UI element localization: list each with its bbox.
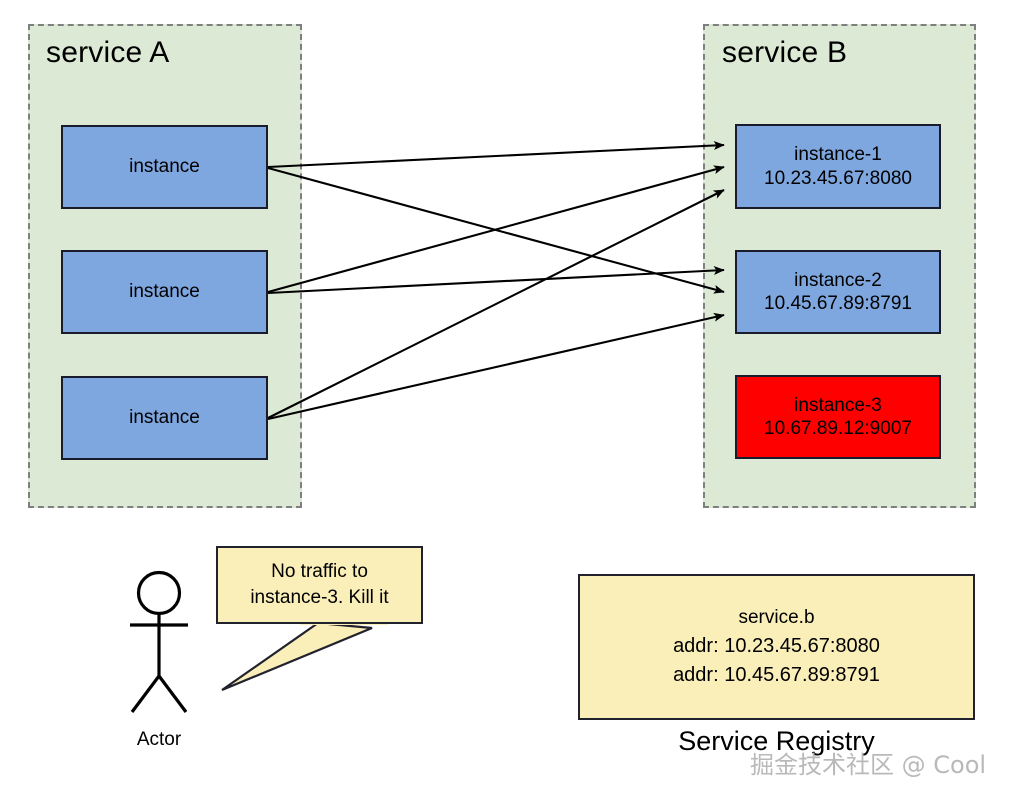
instance-name: instance-1 [794,144,882,166]
actor-left-leg-line [130,675,161,713]
service-b-title: service B [722,36,848,69]
service-registry-caption: Service Registry [678,726,875,756]
instance-label: instance [129,156,200,178]
registry-addr-2: addr: 10.45.67.89:8791 [673,663,880,686]
arrow-a3-to-b1 [267,189,725,419]
arrow-a3-to-b2 [267,312,725,421]
bubble-tail-shape [221,621,373,692]
service-a-instance-3[interactable]: instance [61,376,268,460]
service-a-instance-2[interactable]: instance [61,250,268,334]
instance-label: instance [129,407,200,429]
instance-address: 10.67.89.12:9007 [764,418,912,439]
instance-address: 10.23.45.67:8080 [764,167,912,189]
instance-address: 10.45.67.89:8791 [764,293,912,314]
arrow-a2-to-b1 [267,165,725,294]
instance-label: instance [129,281,200,303]
service-b-instance-3[interactable]: instance-3 10.67.89.12:9007 [735,375,941,459]
service-b-instance-1[interactable]: instance-1 10.23.45.67:8080 [735,124,941,209]
service-a-title: service A [46,36,170,69]
arrow-a1-to-b1 [267,140,725,169]
actor-speech-bubble: No traffic to instance-3. Kill it [216,546,423,624]
registry-service-name: service.b [738,607,815,629]
service-b-instance-2[interactable]: instance-2 10.45.67.89:8791 [735,250,941,334]
arrow-a2-to-b2 [267,266,725,295]
registry-addr-1: addr: 10.23.45.67:8080 [673,634,880,657]
service-a-instance-1[interactable]: instance [61,125,268,209]
instance-name: instance-3 [794,394,882,416]
actor-label: Actor [136,729,182,750]
speech-line-1: No traffic to [271,561,368,583]
speech-line-2: instance-3. Kill it [250,587,389,608]
actor-right-leg-line [157,675,188,713]
watermark-text: 掘金技术社区 @ Cool [750,751,987,779]
instance-name: instance-2 [794,269,882,291]
service-registry-box: service.b addr: 10.23.45.67:8080 addr: 1… [578,574,975,720]
actor-head-icon [136,570,182,616]
